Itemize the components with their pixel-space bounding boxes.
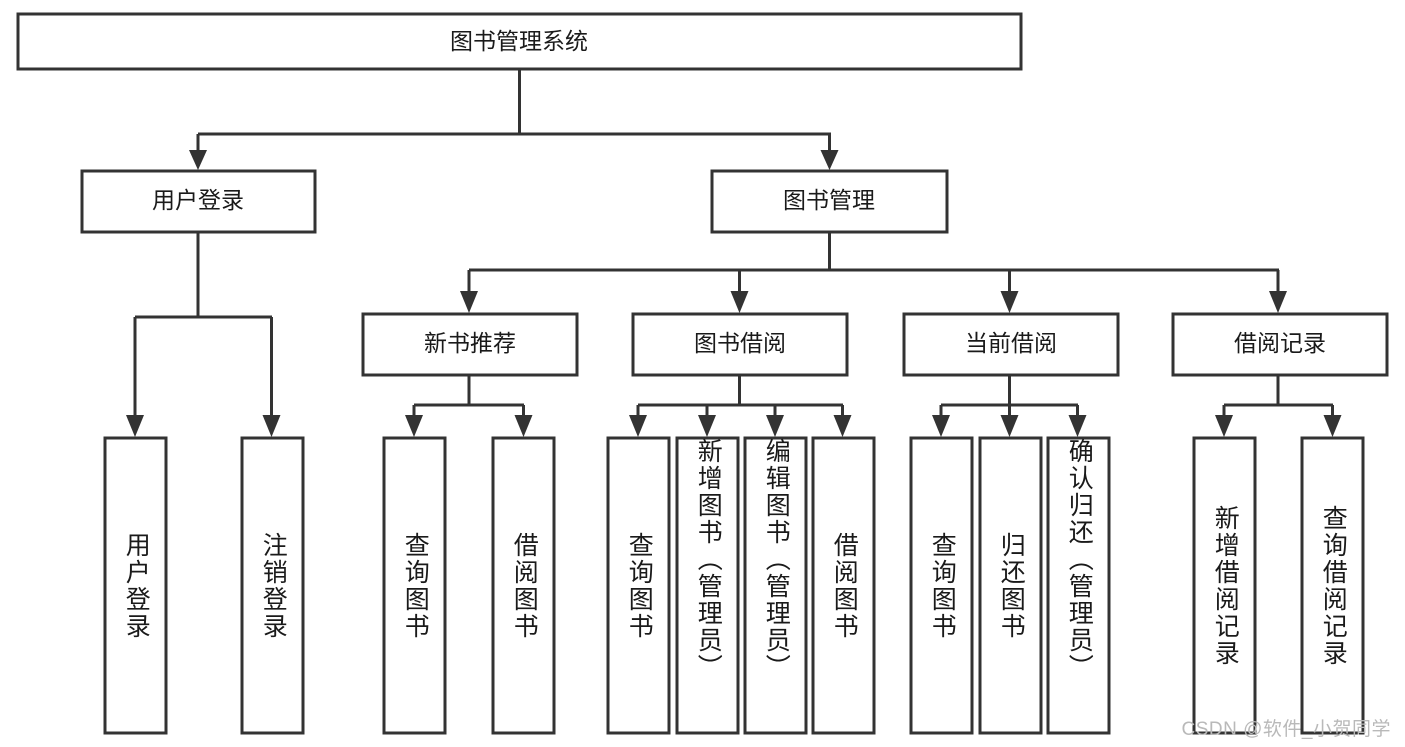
leaf-query-book-1-box[interactable]: [382, 436, 447, 735]
leaf-add-book-box[interactable]: [675, 436, 740, 735]
leaf-add-record-box[interactable]: [1192, 436, 1257, 735]
node-current-borrow-label: 当前借阅: [965, 330, 1057, 356]
watermark-text: CSDN @软件_小贺同学: [1181, 719, 1391, 740]
leaf-return-book-box[interactable]: [978, 436, 1043, 735]
node-user-login-box[interactable]: [80, 169, 317, 234]
arrow-head-new-book-rec: [460, 291, 478, 313]
leaf-box-group: [103, 436, 1365, 735]
arrow-head-current-borrow: [1000, 291, 1019, 313]
node-new-book-rec-label: 新书推荐: [424, 330, 516, 356]
connector-group: [126, 69, 1342, 437]
arrow-head-book-borrow: [730, 291, 749, 313]
leaf-query-book-3-box[interactable]: [909, 436, 974, 735]
node-new-book-rec[interactable]: 新书推荐: [361, 312, 579, 377]
leaf-confirm-return-box[interactable]: [1046, 436, 1111, 735]
node-book-borrow-box[interactable]: [631, 312, 849, 377]
node-root-box[interactable]: [16, 12, 1023, 71]
arrow-head-leaf-logout: [262, 415, 281, 437]
node-borrow-record-label: 借阅记录: [1234, 330, 1326, 356]
arrow-head-leaf-user-login: [126, 415, 144, 437]
arrow-head-leaf-query-book-2: [629, 415, 647, 437]
arrow-head-leaf-add-record: [1215, 415, 1233, 437]
node-root-label: 图书管理系统: [450, 28, 588, 54]
arrow-head-leaf-return-book: [1000, 415, 1019, 437]
arrow-head-book-manage: [820, 150, 839, 170]
arrow-head-leaf-confirm-return: [1068, 415, 1087, 437]
arrow-head-leaf-borrow-book-1: [514, 415, 533, 437]
node-current-borrow-box[interactable]: [902, 312, 1120, 377]
node-book-manage-label: 图书管理: [783, 187, 875, 213]
node-borrow-record[interactable]: 借阅记录: [1171, 312, 1389, 377]
arrow-head-borrow-record: [1269, 291, 1287, 313]
node-book-borrow-label: 图书借阅: [694, 330, 786, 356]
node-user-login[interactable]: 用户登录: [80, 169, 317, 234]
node-current-borrow[interactable]: 当前借阅: [902, 312, 1120, 377]
node-new-book-rec-box[interactable]: [361, 312, 579, 377]
leaf-borrow-book-2-box[interactable]: [811, 436, 876, 735]
node-borrow-record-box[interactable]: [1171, 312, 1389, 377]
arrow-head-leaf-query-book-1: [405, 415, 423, 437]
leaf-user-login-box[interactable]: [103, 436, 168, 735]
node-user-login-label: 用户登录: [152, 187, 244, 213]
arrow-head-user-login: [189, 150, 207, 170]
arrow-head-leaf-query-book-3: [932, 415, 950, 437]
arrow-head-leaf-query-record: [1323, 415, 1342, 437]
arrow-head-leaf-borrow-book-2: [833, 415, 852, 437]
node-book-manage[interactable]: 图书管理: [710, 169, 949, 234]
leaf-borrow-book-1-box[interactable]: [491, 436, 556, 735]
node-book-borrow[interactable]: 图书借阅: [631, 312, 849, 377]
leaf-edit-book-box[interactable]: [743, 436, 808, 735]
node-root[interactable]: 图书管理系统: [16, 12, 1023, 71]
leaf-query-record-box[interactable]: [1300, 436, 1365, 735]
leaf-query-book-2-box[interactable]: [606, 436, 671, 735]
arrow-head-leaf-edit-book: [766, 415, 784, 437]
leaf-logout-box[interactable]: [240, 436, 305, 735]
node-book-manage-box[interactable]: [710, 169, 949, 234]
arrow-head-leaf-add-book: [698, 415, 716, 437]
